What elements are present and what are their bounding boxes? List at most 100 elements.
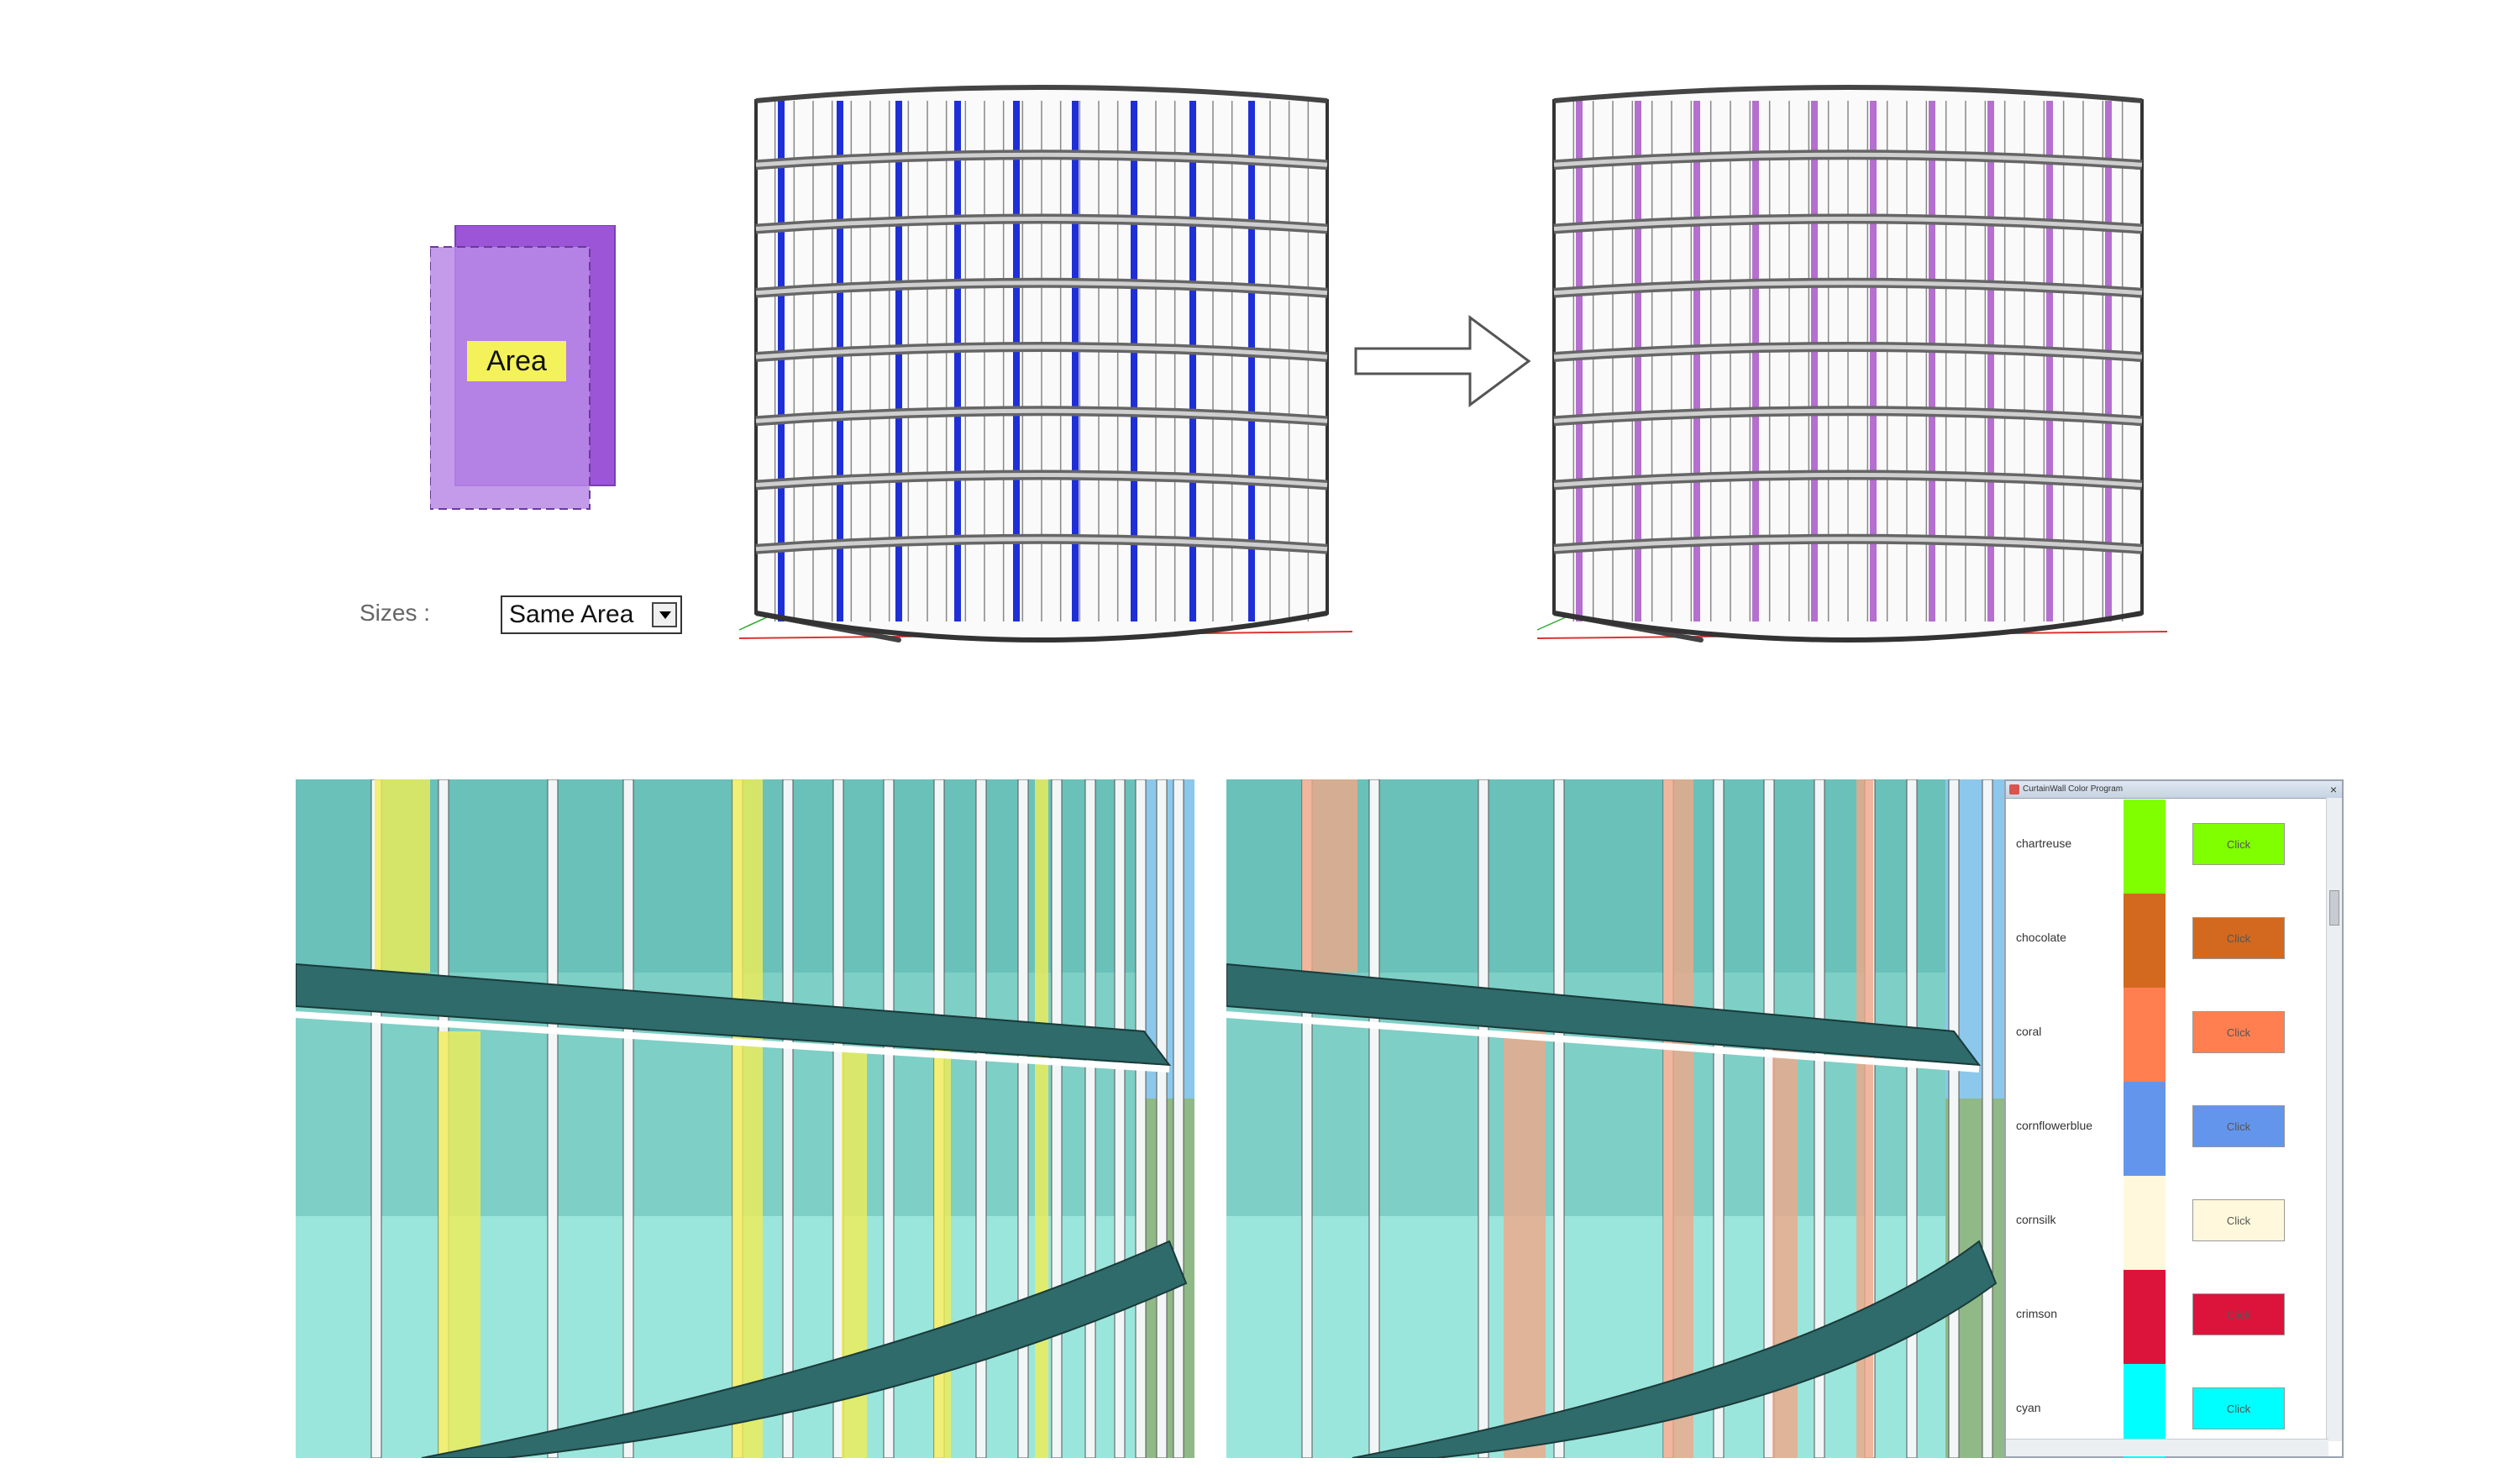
- highlight-panel: [1302, 779, 1357, 973]
- highlight-panel: [438, 1031, 480, 1458]
- mullion: [1135, 779, 1147, 1458]
- spandrel-highlight: [1553, 408, 2143, 423]
- window-titlebar: CurtainWall Color Program ×: [2006, 781, 2342, 799]
- spandrel-highlight: [755, 473, 1328, 487]
- color-swatch: [2124, 1270, 2166, 1364]
- highlight-panel: [1504, 1031, 1546, 1458]
- click-button[interactable]: Click: [2192, 1011, 2285, 1053]
- highlight-panel: [1248, 101, 1255, 621]
- highlight-panel: [1576, 101, 1583, 621]
- mullion: [782, 779, 794, 1458]
- mullion: [1084, 779, 1096, 1458]
- color-row-cyan: cyan Click: [2006, 1364, 2317, 1458]
- mullion: [1478, 779, 1489, 1458]
- mullion: [1114, 779, 1126, 1458]
- color-name: chocolate: [2016, 931, 2066, 944]
- highlight-panel: [1693, 101, 1700, 621]
- area-icon: Area: [429, 224, 623, 511]
- mullion: [1906, 779, 1918, 1458]
- mullion: [547, 779, 559, 1458]
- sizes-selected-value: Same Area: [509, 601, 634, 628]
- spandrel-highlight: [755, 217, 1328, 231]
- sizes-dropdown[interactable]: Same Area: [501, 595, 682, 634]
- click-button[interactable]: Click: [2192, 1293, 2285, 1335]
- highlight-panel: [2105, 101, 2112, 621]
- floor-line: [1226, 1011, 1980, 1073]
- color-swatch: [2124, 1176, 2166, 1270]
- color-swatch: [2124, 988, 2166, 1082]
- mullion: [1017, 779, 1029, 1458]
- click-button[interactable]: Click: [2192, 917, 2285, 959]
- mullion: [1051, 779, 1063, 1458]
- highlight-panel: [1013, 101, 1020, 621]
- arrow-right-icon: [1354, 315, 1531, 407]
- color-swatch: [2124, 1082, 2166, 1176]
- mullion: [1553, 779, 1565, 1458]
- highlight-panel: [895, 101, 902, 621]
- sunshade-lower: [421, 1240, 1188, 1458]
- highlight-panel: [934, 1048, 951, 1458]
- mullion: [1814, 779, 1825, 1458]
- highlight-panel: [778, 101, 785, 621]
- cylinder-before: [738, 85, 1353, 642]
- cylinder-top-edge: [755, 85, 1328, 103]
- spandrel-highlight: [1553, 473, 2143, 487]
- click-button[interactable]: Click: [2192, 1387, 2285, 1429]
- highlight-panel: [1663, 779, 1693, 1458]
- cylinder-after: [1536, 85, 2168, 642]
- spandrel-highlight: [755, 281, 1328, 296]
- area-shapes: [429, 224, 616, 510]
- highlight-panel: [375, 779, 430, 973]
- color-row-chocolate: chocolate Click: [2006, 894, 2317, 988]
- highlight-panel: [732, 779, 763, 1458]
- highlight-panel: [1772, 1048, 1798, 1458]
- highlight-panel: [1072, 101, 1079, 621]
- spandrel-highlight: [755, 537, 1328, 552]
- window-title: CurtainWall Color Program: [2023, 784, 2124, 794]
- click-button[interactable]: Click: [2192, 823, 2285, 865]
- render-scene-left: [296, 779, 1194, 1458]
- scrollbar-thumb[interactable]: [2329, 890, 2339, 926]
- mullion: [1173, 779, 1184, 1458]
- spandrel-highlight: [1553, 537, 2143, 552]
- spandrel-highlight: [1553, 344, 2143, 359]
- chevron-down-icon[interactable]: [652, 602, 677, 627]
- curtain-wall-render-left: [296, 779, 1194, 1458]
- mullion: [1948, 779, 1960, 1458]
- color-name: cornsilk: [2016, 1213, 2056, 1226]
- color-swatch: [2124, 894, 2166, 988]
- click-button[interactable]: Click: [2192, 1105, 2285, 1147]
- highlight-panel: [1635, 101, 1641, 621]
- highlight-panel: [1035, 779, 1048, 1458]
- mullion: [1156, 779, 1168, 1458]
- app-icon: [2009, 784, 2019, 795]
- sizes-label: Sizes :: [360, 600, 431, 626]
- spandrel-highlight: [755, 152, 1328, 167]
- spandrel-highlight: [1553, 217, 2143, 231]
- highlight-panel: [1189, 101, 1196, 621]
- highlight-panel: [1811, 101, 1818, 621]
- highlight-panel: [1987, 101, 1994, 621]
- sunshade-upper: [1226, 962, 1982, 1067]
- highlight-panel: [1856, 779, 1873, 1458]
- color-row-cornsilk: cornsilk Click: [2006, 1176, 2317, 1270]
- mullion: [1368, 779, 1380, 1458]
- area-label: Area: [467, 341, 566, 381]
- click-button[interactable]: Click: [2192, 1199, 2285, 1241]
- highlight-panel: [1870, 101, 1877, 621]
- color-name: cyan: [2016, 1401, 2041, 1414]
- vertical-scrollbar[interactable]: [2326, 798, 2342, 1441]
- horizontal-scrollbar[interactable]: [2006, 1439, 2328, 1456]
- highlight-panel: [954, 101, 961, 621]
- mullion: [1982, 779, 1993, 1458]
- floor-line: [296, 1011, 1170, 1073]
- close-icon[interactable]: ×: [2329, 783, 2337, 796]
- color-swatch: [2124, 800, 2166, 894]
- highlight-panel: [837, 101, 843, 621]
- mullion: [883, 779, 895, 1458]
